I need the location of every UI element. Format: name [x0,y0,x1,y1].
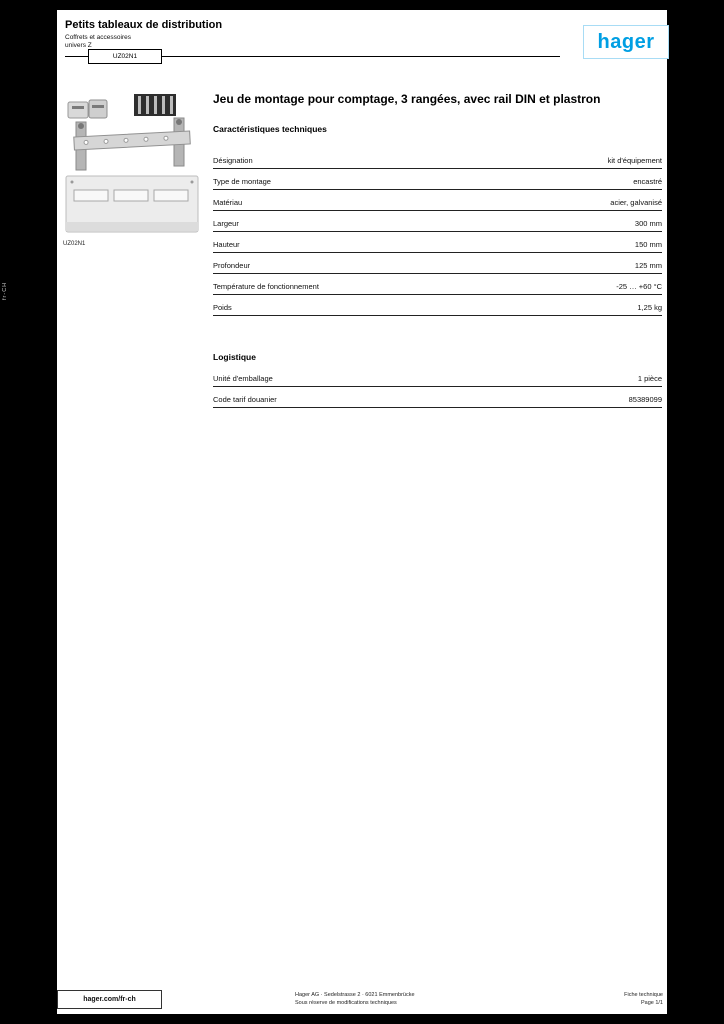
logistics-heading: Logistique [213,352,256,362]
spec-value: 300 mm [634,219,662,228]
spec-value: -25 … +60 °C [616,282,662,291]
terminal-block [67,101,89,119]
logistics-table: Unité d'emballage 1 pièce Code tarif dou… [213,366,662,408]
document-title: Petits tableaux de distribution [65,19,223,31]
table-row: Poids 1,25 kg [213,295,662,316]
footer-address: Hager AG · Sedelstrasse 2 · 6021 Emmenbr… [295,991,510,1008]
spec-label: Type de montage [213,177,271,186]
logistics-value: 85389099 [628,395,662,404]
footer-address-line2: Sous réserve de modifications techniques [295,1000,397,1007]
spec-value: 150 mm [634,240,662,249]
spec-label: Profondeur [213,261,251,270]
table-row: Unité d'emballage 1 pièce [213,366,662,387]
spec-label: Largeur [213,219,239,228]
table-row: Profondeur 125 mm [213,253,662,274]
table-row: Code tarif douanier 85389099 [213,387,662,408]
logistics-value: 1 pièce [637,374,662,383]
spec-label: Désignation [213,156,253,165]
footer-site-link[interactable]: hager.com/fr-ch [57,990,162,1009]
spec-value: encastré [633,177,662,186]
reference-tag: UZ02N1 [88,49,162,64]
spec-value: 125 mm [634,261,662,270]
spec-label: Matériau [213,198,243,207]
specs-heading: Caractéristiques techniques [213,124,327,134]
table-row: Matériau acier, galvanisé [213,190,662,211]
footer-doc-type: Fiche technique [624,992,663,998]
spec-label: Poids [213,303,232,312]
image-caption: UZ02N1 [63,241,86,247]
logistics-label: Code tarif douanier [213,395,277,404]
spec-value: 1,25 kg [637,303,662,312]
footer-page-number: Page 1/1 [640,1000,663,1007]
table-row: Hauteur 150 mm [213,232,662,253]
product-illustration [65,94,199,233]
document-page: Petits tableaux de distribution Coffrets… [57,10,669,1014]
header-divider [65,56,560,57]
logistics-label: Unité d'emballage [213,374,273,383]
spec-label: Température de fonctionnement [213,282,319,291]
document-subtitle-1: Coffrets et accessoires [65,34,131,41]
table-row: Type de montage encastré [213,169,662,190]
table-row: Désignation kit d'équipement [213,148,662,169]
specs-table: Désignation kit d'équipement Type de mon… [213,148,662,316]
table-row: Largeur 300 mm [213,211,662,232]
side-watermark: fr-CH [2,281,8,300]
spec-label: Hauteur [213,240,240,249]
spec-value: kit d'équipement [607,156,662,165]
footer-page-info: Fiche technique Page 1/1 [624,991,663,1008]
spec-value: acier, galvanisé [610,198,662,207]
hager-logo-text: hager [597,30,655,53]
product-image [62,88,202,238]
document-subtitle-2: univers Z [65,42,92,49]
terminal-block [88,99,108,119]
hager-logo[interactable]: hager [583,25,669,59]
footer-address-line1: Hager AG · Sedelstrasse 2 · 6021 Emmenbr… [295,992,415,998]
product-title: Jeu de montage pour comptage, 3 rangées,… [213,92,601,106]
table-row: Température de fonctionnement -25 … +60 … [213,274,662,295]
din-rail [73,130,191,151]
